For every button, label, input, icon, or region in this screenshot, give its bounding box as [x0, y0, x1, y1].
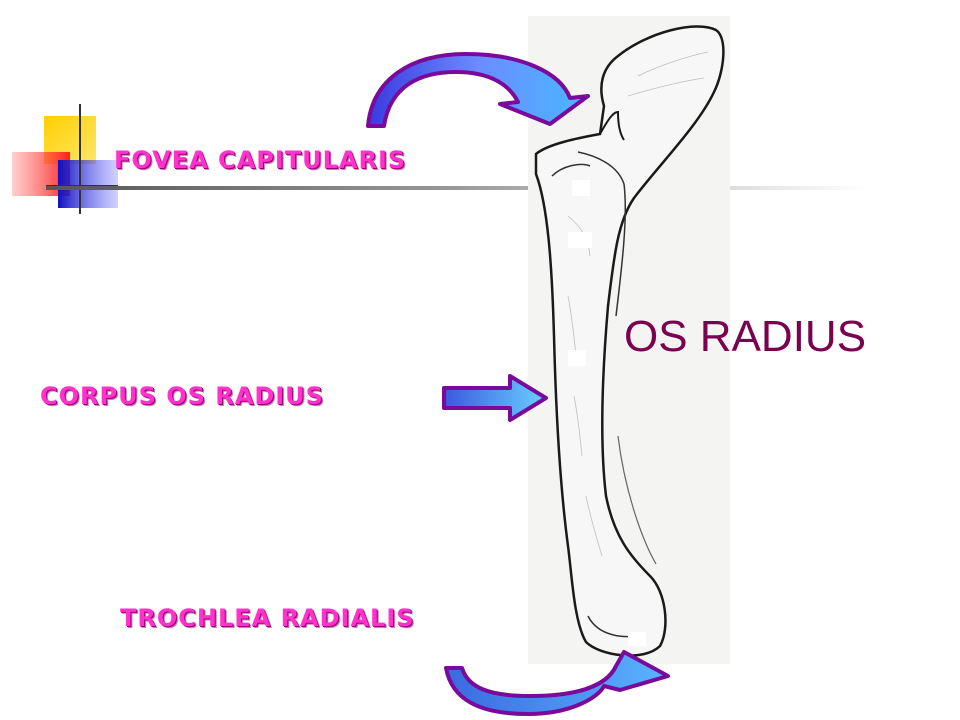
label-fovea-capitularis: FOVEA CAPITULARIS: [114, 146, 407, 174]
label-corpus-os-radius: CORPUS OS RADIUS: [40, 382, 324, 410]
label-trochlea-radialis: TROCHLEA RADIALIS: [120, 604, 415, 632]
radius-bone-image: [528, 16, 730, 664]
slide-title: OS RADIUS: [624, 312, 867, 361]
title-underline: [46, 186, 866, 190]
color-squares-decoration-icon: [12, 104, 118, 214]
